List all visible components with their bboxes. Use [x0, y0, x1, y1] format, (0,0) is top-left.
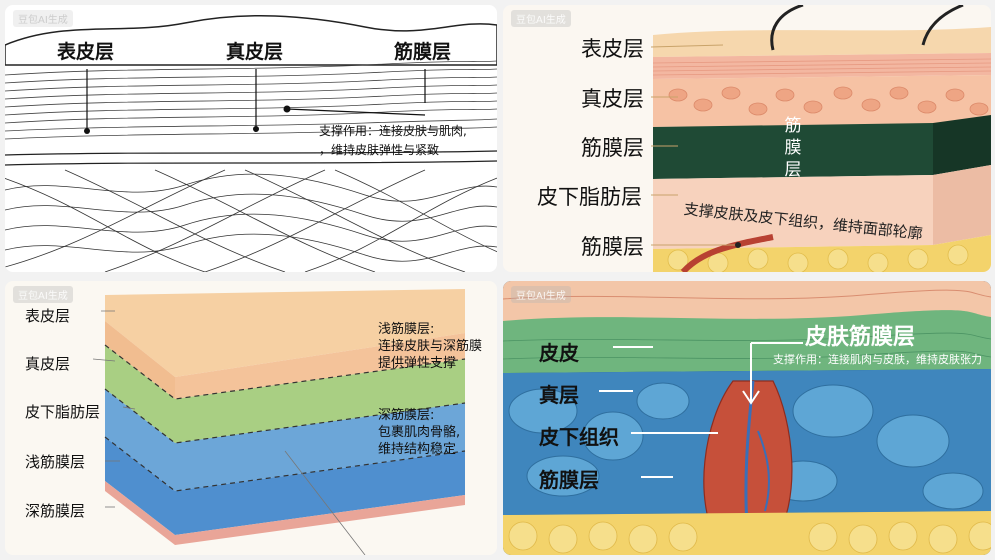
- label-epidermis: 表皮层: [581, 33, 644, 63]
- watermark: 豆包AI生成: [511, 286, 571, 303]
- label-dermis: 真皮层: [226, 37, 283, 64]
- label-fascia: 筋膜层: [539, 464, 599, 493]
- superficial-fascia-note: 浅筋膜层: 连接皮肤与深筋膜 提供弹性支撑: [378, 321, 482, 372]
- panel-colored-section: 豆包AI生成 表皮层 真皮层 筋膜层 皮下脂肪层 筋膜层 筋 膜 层 支撑皮肤及…: [503, 5, 991, 272]
- label-fascia-bottom: 筋膜层: [581, 231, 644, 261]
- fascia-mesh: [5, 170, 497, 272]
- panel4-title: 皮肤筋膜层: [805, 319, 915, 351]
- label-superficial-fascia: 浅筋膜层: [25, 451, 85, 472]
- watermark: 豆包AI生成: [13, 10, 73, 27]
- deep-fascia-note: 深筋膜层: 包裹肌肉骨骼, 维持结构稳定: [378, 407, 460, 458]
- panel-watercolor-block: 豆包AI生成 表皮层 真皮层 皮下脂肪层 浅筋膜层 深筋膜层 浅筋膜层: 连接皮…: [5, 281, 497, 555]
- label-epidermis: 表皮层: [57, 37, 114, 64]
- panel4-subtitle: 支撑作用：连接肌肉与皮肤，维持皮肤张力: [773, 351, 982, 367]
- label-deep-fascia: 深筋膜层: [25, 500, 85, 521]
- label-dermis: 真层: [539, 379, 579, 408]
- watermark: 豆包AI生成: [511, 10, 571, 27]
- watermark: 豆包AI生成: [13, 286, 73, 303]
- label-fascia: 筋膜层: [581, 132, 644, 162]
- support-note-line2: ，维持皮肤弹性与紧致: [319, 141, 439, 158]
- vertical-fascia-label: 筋 膜 层: [781, 115, 805, 181]
- label-epidermis: 表皮层: [25, 305, 70, 326]
- label-subcutaneous: 皮下组织: [539, 421, 619, 450]
- label-fascia: 筋膜层: [394, 37, 451, 64]
- panel-line-art: 豆包AI生成 表皮层 真皮层 筋膜层 支撑作用：连接皮肤与肌肉, ，维持皮肤弹性…: [5, 5, 497, 272]
- panel-tissue-muscle: 豆包AI生成 皮肤筋膜层 支撑作用：连接肌肉与皮肤，维持皮肤张力 皮皮 真层 皮…: [503, 281, 991, 555]
- label-subcutaneous-fat: 皮下脂肪层: [25, 401, 100, 422]
- support-note-line1: 支撑作用：连接皮肤与肌肉,: [319, 122, 467, 139]
- label-dermis: 真皮层: [581, 83, 644, 113]
- label-dermis: 真皮层: [25, 353, 70, 374]
- label-skin: 皮皮: [539, 337, 579, 366]
- label-subcutaneous-fat: 皮下脂肪层: [537, 181, 642, 211]
- tissue-muscle-illustration: [503, 281, 991, 555]
